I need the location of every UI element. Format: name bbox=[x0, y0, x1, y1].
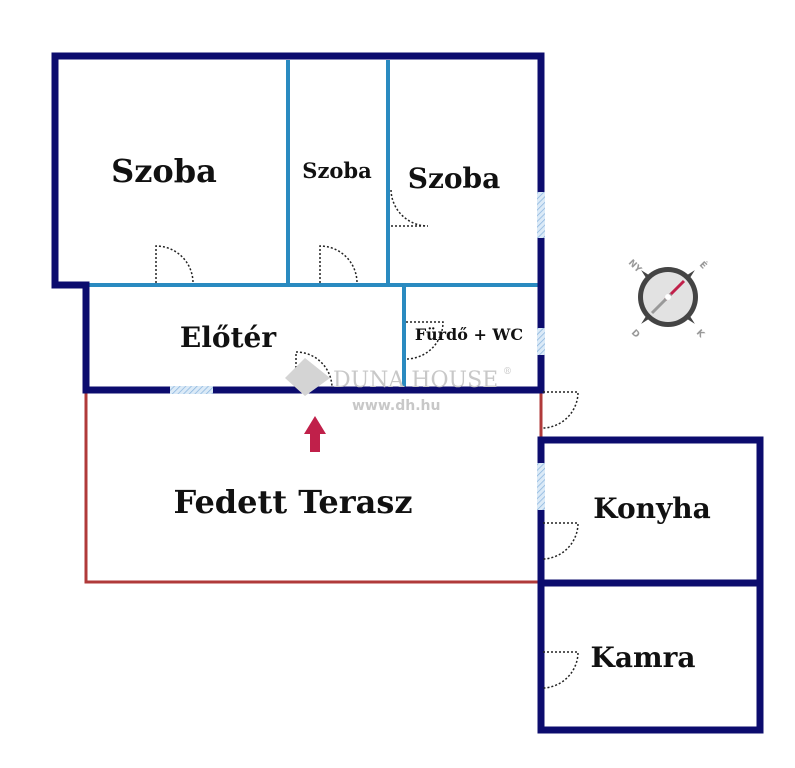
room-label-szoba-1: Szoba bbox=[111, 152, 217, 190]
window bbox=[170, 386, 213, 394]
window bbox=[537, 192, 545, 238]
doors bbox=[155, 188, 579, 689]
duna-house-logo-icon bbox=[285, 358, 330, 396]
room-label-szoba-3: Szoba bbox=[408, 162, 501, 195]
room-label-konyha: Konyha bbox=[593, 492, 711, 525]
svg-text:É: É bbox=[697, 259, 710, 272]
svg-text:NY: NY bbox=[626, 258, 643, 275]
entrance-arrow-icon bbox=[304, 416, 326, 452]
room-label-kamra: Kamra bbox=[591, 641, 696, 674]
room-label-terasz: Fedett Terasz bbox=[173, 483, 412, 521]
svg-text:®: ® bbox=[503, 367, 512, 377]
compass-icon: NY É D K bbox=[626, 258, 710, 341]
svg-text:D: D bbox=[629, 328, 641, 340]
terrace-outline bbox=[84, 390, 543, 584]
room-label-furdo: Fürdő + WC bbox=[415, 325, 523, 344]
interior-walls bbox=[86, 60, 538, 388]
window bbox=[537, 328, 545, 355]
svg-text:www.dh.hu: www.dh.hu bbox=[352, 398, 440, 414]
svg-text:DUNA HOUSE: DUNA HOUSE bbox=[333, 368, 498, 393]
room-label-eloter: Előtér bbox=[180, 321, 277, 354]
room-label-szoba-2: Szoba bbox=[302, 158, 372, 183]
window bbox=[537, 463, 545, 510]
outer-walls bbox=[51, 52, 545, 394]
watermark: DUNA HOUSE ® www.dh.hu bbox=[285, 358, 512, 414]
windows bbox=[170, 192, 545, 510]
svg-text:K: K bbox=[694, 328, 707, 341]
kitchen-block-walls bbox=[537, 436, 764, 734]
